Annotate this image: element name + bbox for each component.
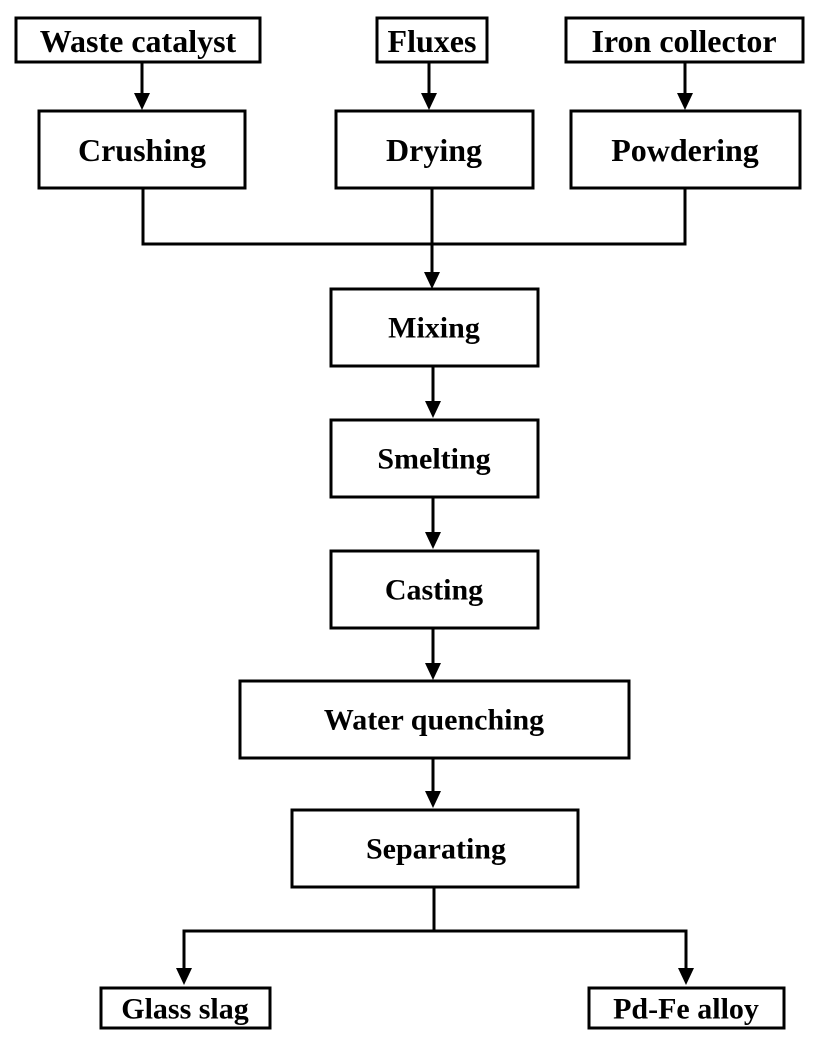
arrow-iron-to-powdering <box>677 62 693 110</box>
step-mixing: Mixing <box>329 287 540 368</box>
output-pd-fe-alloy: Pd-Fe alloy <box>587 986 786 1030</box>
arrow-casting-to-quenching <box>425 628 441 680</box>
arrow-mixing-to-smelting <box>425 366 441 418</box>
step-mixing-label: Mixing <box>388 312 480 345</box>
step-water-quenching-label: Water quenching <box>324 704 544 737</box>
step-separating: Separating <box>290 808 580 889</box>
step-smelting-label: Smelting <box>377 443 490 476</box>
step-smelting: Smelting <box>329 418 540 499</box>
output-glass-slag-label: Glass slag <box>121 993 249 1026</box>
step-casting-label: Casting <box>385 574 483 607</box>
arrow-fluxes-to-drying <box>421 62 437 110</box>
input-fluxes: Fluxes <box>375 16 489 64</box>
step-powdering: Powdering <box>569 109 802 190</box>
step-crushing: Crushing <box>37 109 247 190</box>
input-waste-catalyst: Waste catalyst <box>14 16 262 64</box>
input-iron-collector: Iron collector <box>564 16 805 64</box>
split-connector <box>176 887 694 985</box>
step-powdering-label: Powdering <box>611 132 759 168</box>
step-casting: Casting <box>329 549 540 630</box>
step-crushing-label: Crushing <box>78 132 206 168</box>
merge-connector <box>141 188 687 289</box>
arrow-quenching-to-separating <box>425 758 441 808</box>
output-pd-fe-alloy-label: Pd-Fe alloy <box>613 993 759 1026</box>
step-drying: Drying <box>334 109 535 190</box>
input-fluxes-label: Fluxes <box>388 23 477 59</box>
input-waste-catalyst-label: Waste catalyst <box>40 23 237 59</box>
arrow-waste-to-crushing <box>134 62 150 110</box>
step-drying-label: Drying <box>386 132 482 168</box>
input-iron-collector-label: Iron collector <box>591 23 776 59</box>
output-glass-slag: Glass slag <box>99 986 272 1030</box>
step-water-quenching: Water quenching <box>238 679 631 760</box>
arrow-smelting-to-casting <box>425 497 441 549</box>
step-separating-label: Separating <box>366 833 506 866</box>
